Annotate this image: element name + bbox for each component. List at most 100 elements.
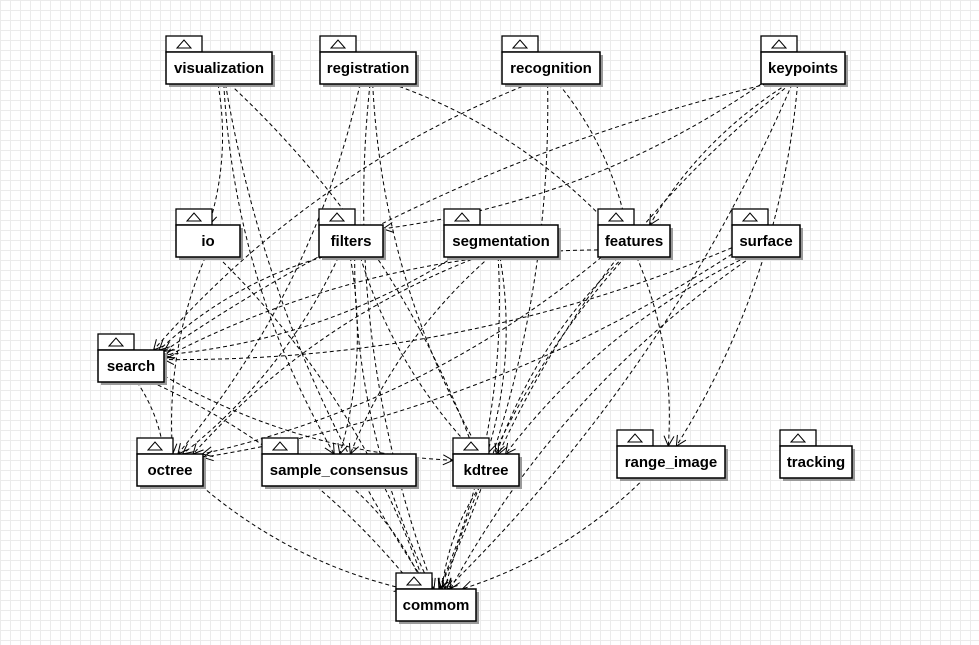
- dependency-line: [349, 256, 491, 455]
- dependency-line: [444, 256, 626, 590]
- package-label: kdtree: [463, 462, 508, 479]
- dependency-line: [177, 83, 361, 455]
- package-tab: [443, 208, 481, 226]
- package-octree[interactable]: octree: [136, 437, 206, 489]
- package-label: surface: [739, 233, 792, 250]
- package-filters[interactable]: filters: [318, 208, 386, 260]
- package-tab: [779, 429, 817, 447]
- dependency-line: [636, 256, 670, 447]
- dependency-filters-to-search: [158, 256, 323, 351]
- package-body: [443, 224, 559, 258]
- package-label: tracking: [787, 454, 845, 471]
- package-triangle-icon: [626, 433, 644, 443]
- package-range-image[interactable]: range_image: [616, 429, 728, 481]
- package-triangle-icon: [741, 212, 759, 222]
- package-registration[interactable]: registration: [319, 35, 419, 87]
- dependency-keypoints-to-features: [649, 83, 788, 226]
- dependency-line: [495, 256, 625, 455]
- package-keypoints[interactable]: keypoints: [760, 35, 848, 87]
- dependency-line: [382, 83, 762, 230]
- dependency-features-to-search: [163, 249, 599, 359]
- package-body: [319, 51, 417, 85]
- package-label: segmentation: [452, 233, 550, 250]
- package-kdtree[interactable]: kdtree: [452, 437, 522, 489]
- package-label: visualization: [174, 60, 264, 77]
- package-segmentation[interactable]: segmentation: [443, 208, 561, 260]
- package-body: [395, 588, 477, 622]
- dependency-line: [163, 247, 733, 361]
- dependency-filters-to-commom: [354, 256, 433, 591]
- package-triangle-icon: [770, 39, 788, 49]
- arrowhead-icon: [181, 443, 194, 455]
- dependency-features-to-range_image: [636, 256, 675, 448]
- package-tab: [452, 437, 490, 455]
- dependency-line: [217, 256, 427, 590]
- dependency-line: [158, 256, 323, 351]
- package-triangle-icon: [175, 39, 193, 49]
- dependency-line: [450, 256, 752, 590]
- dependency-recognition-to-features: [558, 83, 630, 227]
- package-label: features: [605, 233, 663, 250]
- dependency-line: [462, 477, 646, 590]
- package-body: [175, 224, 241, 258]
- dependency-range_image-to-commom: [461, 477, 646, 592]
- dependency-recognition-to-commom: [438, 83, 549, 591]
- package-recognition[interactable]: recognition: [501, 35, 603, 87]
- package-tab: [261, 437, 299, 455]
- package-triangle-icon: [453, 212, 471, 222]
- package-tracking[interactable]: tracking: [779, 429, 855, 481]
- package-io[interactable]: io: [175, 208, 243, 260]
- dependency-line: [649, 83, 788, 226]
- dependency-visualization-to-sample_consensus: [223, 83, 335, 455]
- dependency-line: [392, 83, 610, 226]
- package-tab: [97, 333, 135, 351]
- dependency-line: [225, 83, 430, 590]
- package-triangle-icon: [107, 337, 125, 347]
- dependency-line: [441, 485, 481, 590]
- dependency-octree-to-commom: [201, 485, 406, 592]
- package-body: [501, 51, 601, 85]
- dependency-line: [163, 249, 599, 359]
- dependency-line: [558, 83, 627, 226]
- package-triangle-icon: [511, 39, 529, 49]
- package-tab: [760, 35, 798, 53]
- package-surface[interactable]: surface: [731, 208, 803, 260]
- package-commom[interactable]: commom: [395, 572, 479, 624]
- package-label: io: [201, 233, 214, 250]
- dependency-surface-to-commom: [449, 256, 752, 590]
- dependency-keypoints-to-range_image: [675, 83, 799, 447]
- package-visualization[interactable]: visualization: [165, 35, 275, 87]
- dependency-registration-to-features: [392, 83, 611, 226]
- package-triangle-icon: [271, 441, 289, 451]
- package-tab: [165, 35, 203, 53]
- package-tab: [501, 35, 539, 53]
- package-search[interactable]: search: [97, 333, 167, 385]
- package-tab: [395, 572, 433, 590]
- dependency-line: [208, 83, 224, 226]
- package-sample-consensus[interactable]: sample_consensus: [261, 437, 419, 489]
- package-triangle-icon: [405, 576, 423, 586]
- package-triangle-icon: [329, 39, 347, 49]
- package-triangle-icon: [789, 433, 807, 443]
- package-features[interactable]: features: [597, 208, 673, 260]
- dependency-keypoints-to-kdtree: [497, 83, 791, 456]
- dependency-line: [363, 83, 435, 590]
- dependency-io-to-commom: [217, 256, 428, 591]
- package-body: [597, 224, 671, 258]
- package-label: search: [107, 358, 155, 375]
- package-nodes: visualization registration recognition keyp…: [97, 35, 855, 624]
- package-tab: [318, 208, 356, 226]
- package-body: [97, 349, 165, 383]
- dependency-line: [505, 256, 747, 455]
- dependency-search-to-kdtree: [163, 375, 455, 466]
- package-label: commom: [403, 597, 470, 614]
- dependency-features-to-commom: [442, 256, 626, 591]
- package-label: recognition: [510, 60, 592, 77]
- package-body: [165, 51, 273, 85]
- package-body: [731, 224, 801, 258]
- package-triangle-icon: [607, 212, 625, 222]
- package-label: sample_consensus: [270, 462, 408, 479]
- package-tab: [136, 437, 174, 455]
- dependency-line: [163, 256, 454, 356]
